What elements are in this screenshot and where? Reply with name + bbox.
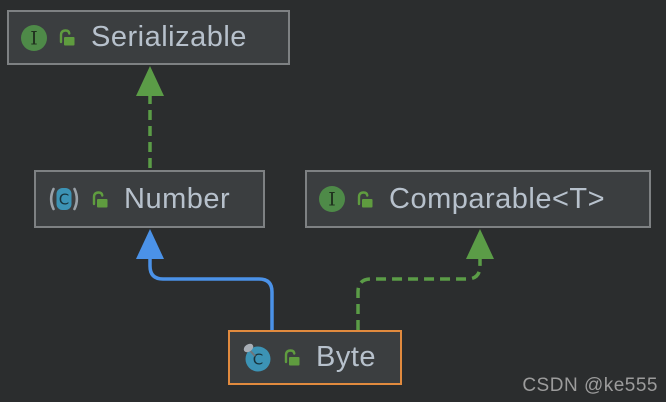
svg-text:I: I (30, 27, 38, 49)
node-label-number: Number (124, 182, 231, 215)
node-label-byte: Byte (316, 341, 377, 373)
abstract-class-icon: C (47, 185, 81, 213)
diagram-node-serializable[interactable]: I Serializable (7, 10, 290, 65)
unlocked-public-icon (89, 189, 110, 210)
interface-icon: I (318, 185, 346, 213)
edge-byte-implements-comparable[interactable] (356, 229, 494, 330)
svg-text:C: C (59, 191, 69, 209)
diagram-node-comparable[interactable]: I Comparable<T> (305, 170, 651, 228)
unlocked-public-icon (56, 27, 77, 48)
final-class-icon: C (241, 342, 273, 373)
diagram-node-number[interactable]: C Number (34, 170, 265, 228)
node-label-comparable: Comparable<T> (389, 182, 606, 215)
unlocked-public-icon (354, 189, 375, 210)
node-label-serializable: Serializable (91, 21, 247, 53)
watermark: CSDN @ke555 (522, 375, 658, 396)
edge-byte-extends-number[interactable] (136, 229, 274, 330)
svg-text:C: C (253, 351, 263, 369)
unlocked-public-icon (281, 347, 302, 368)
interface-icon: I (20, 24, 48, 52)
diagram-node-byte[interactable]: C Byte (228, 330, 402, 385)
svg-text:I: I (328, 189, 336, 211)
edge-number-implements-serializable[interactable] (136, 66, 164, 168)
